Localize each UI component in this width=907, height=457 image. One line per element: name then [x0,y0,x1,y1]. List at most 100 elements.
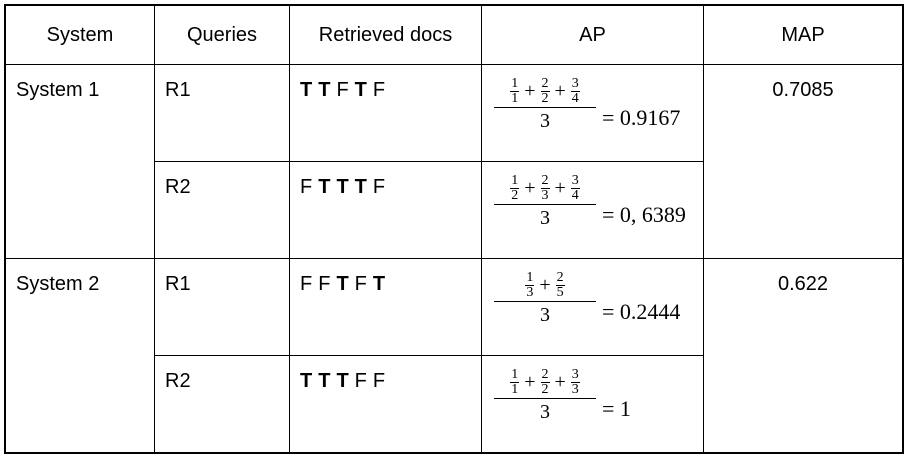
non-relevant-doc: F [318,273,331,295]
relevant-doc: T [354,79,367,101]
col-divider [154,4,155,454]
fraction-numerator: 1 [511,76,519,91]
non-relevant-doc: F [336,79,349,101]
relevant-doc: T [318,176,331,198]
fraction-bar [494,204,596,205]
fraction-numerator: 3 [571,173,579,188]
non-relevant-doc: F [300,273,313,295]
table-border-left [4,4,6,454]
plus-sign: + [524,177,536,199]
non-relevant-doc: F [354,370,367,392]
relevant-doc: T [336,273,349,295]
fraction-denominator: 4 [570,188,580,203]
fraction-denominator: 2 [540,91,550,106]
fraction-numerator: 3 [571,76,579,91]
relevant-doc: T [336,176,349,198]
relevant-doc: T [336,370,349,392]
map-value: 0.7085 [772,79,834,101]
ap-result: = 0.2444 [602,299,681,324]
non-relevant-doc: F [300,176,313,198]
relevant-doc: T [300,370,313,392]
fraction-denominator: 3 [540,188,550,203]
fraction-numerator: 1 [526,270,534,285]
fraction-denominator: 2 [540,382,550,397]
system-name: System 2 [16,273,100,295]
non-relevant-doc: F [354,273,367,295]
ap-result: = 0, 6389 [602,202,686,227]
fraction-denominator: 3 [570,382,580,397]
ap-denominator: 3 [540,304,550,326]
system-divider [4,258,903,259]
fraction-numerator: 2 [541,76,549,91]
query-label: R1 [165,273,191,295]
relevant-doc: T [318,79,331,101]
query-label: R2 [165,176,191,198]
fraction-numerator: 1 [511,367,519,382]
fraction-denominator: 5 [555,285,565,300]
map-value: 0.622 [777,273,829,295]
fraction-numerator: 2 [541,367,549,382]
query-divider [154,161,704,162]
header-map: MAP [781,24,825,46]
non-relevant-doc: F [372,370,386,392]
fraction-denominator: 2 [510,188,520,203]
system-name: System 1 [16,79,100,101]
fraction-numerator: 2 [556,270,564,285]
relevant-doc: T [354,176,367,198]
relevant-doc: T [318,370,331,392]
relevant-doc: T [372,273,386,295]
header-divider [4,64,903,65]
table-border-bottom [4,452,903,454]
col-divider [703,4,704,454]
ap-denominator: 3 [540,207,550,229]
fraction-bar [494,107,596,108]
plus-sign: + [539,274,551,296]
relevant-doc: T [300,79,313,101]
query-label: R2 [165,370,191,392]
header-queries: Queries [186,24,258,46]
table-border-right [902,4,904,454]
fraction-denominator: 1 [510,91,520,106]
fraction-numerator: 2 [541,173,549,188]
non-relevant-doc: F [372,176,386,198]
fraction-denominator: 1 [510,382,520,397]
query-label: R1 [165,79,191,101]
fraction-numerator: 3 [571,367,579,382]
fraction-denominator: 3 [525,285,535,300]
ap-result: = 0.9167 [602,105,681,130]
col-divider [289,4,290,454]
table-border-top [4,4,903,6]
plus-sign: + [554,177,566,199]
header-ap: AP [579,24,606,46]
col-divider [481,4,482,454]
ap-denominator: 3 [540,110,550,132]
header-system: System [46,24,114,46]
plus-sign: + [554,80,566,102]
fraction-denominator: 4 [570,91,580,106]
plus-sign: + [524,80,536,102]
fraction-bar [494,301,596,302]
